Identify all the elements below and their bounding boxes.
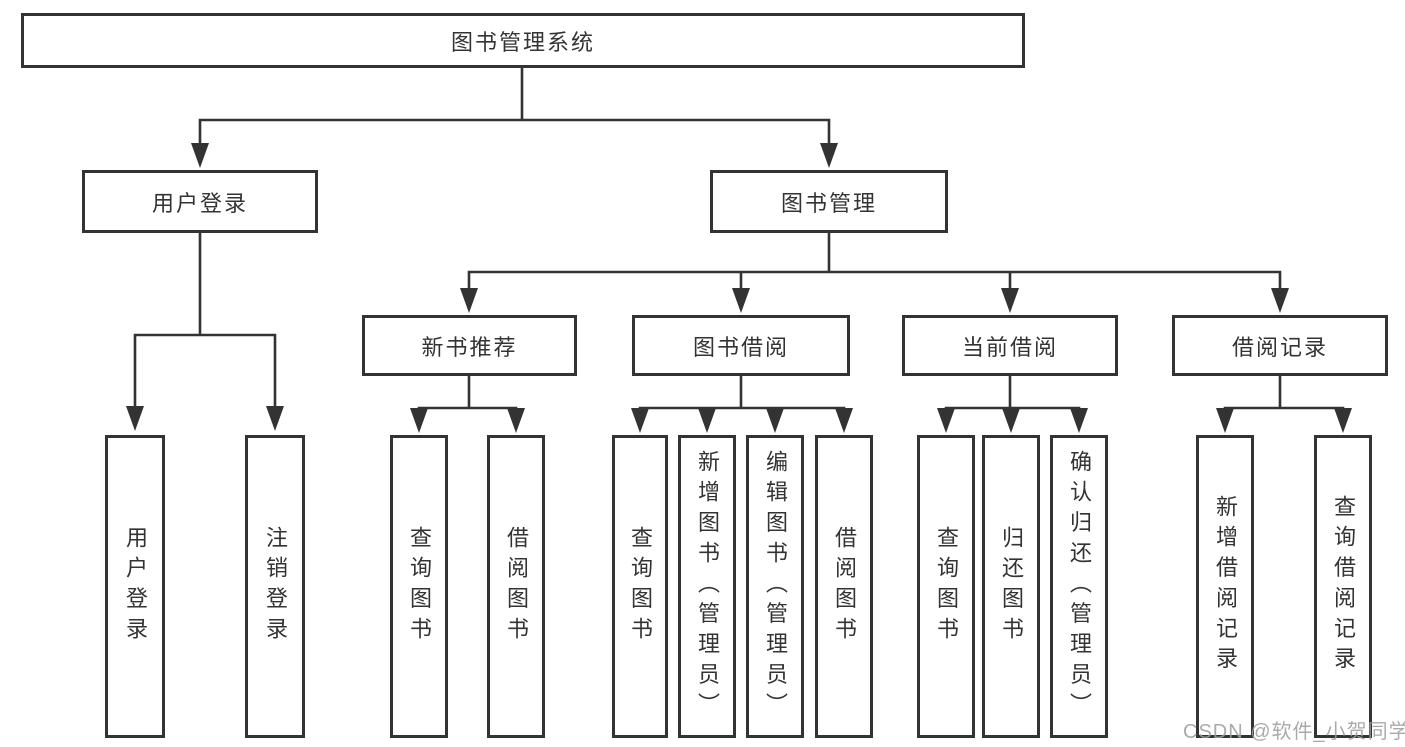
- node-leaf-rec-query-books: 查询图书: [390, 435, 448, 738]
- node-root-system: 图书管理系统: [21, 13, 1025, 68]
- node-label: 借阅图书: [504, 525, 529, 648]
- node-label: 用户登录: [123, 525, 148, 648]
- node-label: 确认归还（管理员）: [1067, 449, 1092, 724]
- node-leaf-bb-edit-books-admin: 编辑图书（管理员）: [746, 435, 804, 738]
- connector-root-to-level2: [198, 65, 831, 152]
- arrowhead: [1216, 408, 1234, 433]
- arrowhead: [820, 143, 838, 168]
- connector-book-mgmt-to-level3: [467, 231, 1282, 294]
- node-label: 注销登录: [263, 525, 288, 648]
- node-label: 新增图书（管理员）: [695, 449, 720, 724]
- arrowhead: [1070, 408, 1088, 433]
- node-label: 借阅图书: [832, 525, 857, 648]
- node-leaf-rec-borrow-books: 借阅图书: [487, 435, 545, 738]
- node-label: 编辑图书（管理员）: [763, 449, 788, 724]
- arrowhead: [835, 408, 853, 433]
- node-leaf-br-add-record: 新增借阅记录: [1196, 435, 1254, 738]
- connector-user-login-to-leaves: [133, 231, 277, 412]
- node-label: 新增借阅记录: [1213, 495, 1238, 678]
- connector-borrow-records-to-leaves: [1223, 374, 1345, 416]
- arrowhead: [937, 408, 955, 433]
- node-label: 查询图书: [628, 525, 653, 648]
- node-label: 查询图书: [407, 525, 432, 648]
- node-leaf-logout: 注销登录: [245, 435, 305, 738]
- arrowhead: [698, 408, 716, 433]
- node-leaf-cb-return-books: 归还图书: [982, 435, 1040, 738]
- arrowhead: [460, 288, 478, 313]
- node-label: 查询借阅记录: [1331, 495, 1356, 678]
- node-leaf-user-login: 用户登录: [105, 435, 165, 738]
- connector-new-book-rec-to-leaves: [417, 374, 518, 416]
- connector-current-borrow-to-leaves: [944, 374, 1081, 416]
- arrowhead: [766, 408, 784, 433]
- arrowhead: [732, 288, 750, 313]
- node-leaf-br-query-record: 查询借阅记录: [1314, 435, 1372, 738]
- arrowhead: [1271, 288, 1289, 313]
- node-label: 查询图书: [934, 525, 959, 648]
- arrowhead: [191, 143, 209, 168]
- node-borrow-records: 借阅记录: [1172, 315, 1388, 376]
- arrowhead: [410, 408, 428, 433]
- arrowhead: [1002, 408, 1020, 433]
- node-leaf-bb-add-books-admin: 新增图书（管理员）: [678, 435, 736, 738]
- arrowhead: [1001, 288, 1019, 313]
- node-label: 归还图书: [999, 525, 1024, 648]
- arrowhead: [126, 406, 144, 431]
- node-leaf-bb-query-books: 查询图书: [612, 435, 668, 738]
- arrowhead: [507, 408, 525, 433]
- node-current-borrow: 当前借阅: [902, 315, 1118, 376]
- node-leaf-cb-confirm-return-admin: 确认归还（管理员）: [1050, 435, 1108, 738]
- node-leaf-cb-query-books: 查询图书: [917, 435, 975, 738]
- node-book-borrow: 图书借阅: [632, 315, 850, 376]
- csdn-watermark: CSDN @软件_小贺同学: [1183, 721, 1405, 743]
- node-user-login-group: 用户登录: [82, 170, 318, 233]
- arrowhead: [266, 406, 284, 431]
- arrowhead: [631, 408, 649, 433]
- node-new-book-recommend: 新书推荐: [362, 315, 577, 376]
- node-book-management: 图书管理: [710, 170, 948, 233]
- node-leaf-bb-borrow-books: 借阅图书: [815, 435, 873, 738]
- connector-book-borrow-to-leaves: [638, 374, 846, 416]
- arrowhead: [1334, 408, 1352, 433]
